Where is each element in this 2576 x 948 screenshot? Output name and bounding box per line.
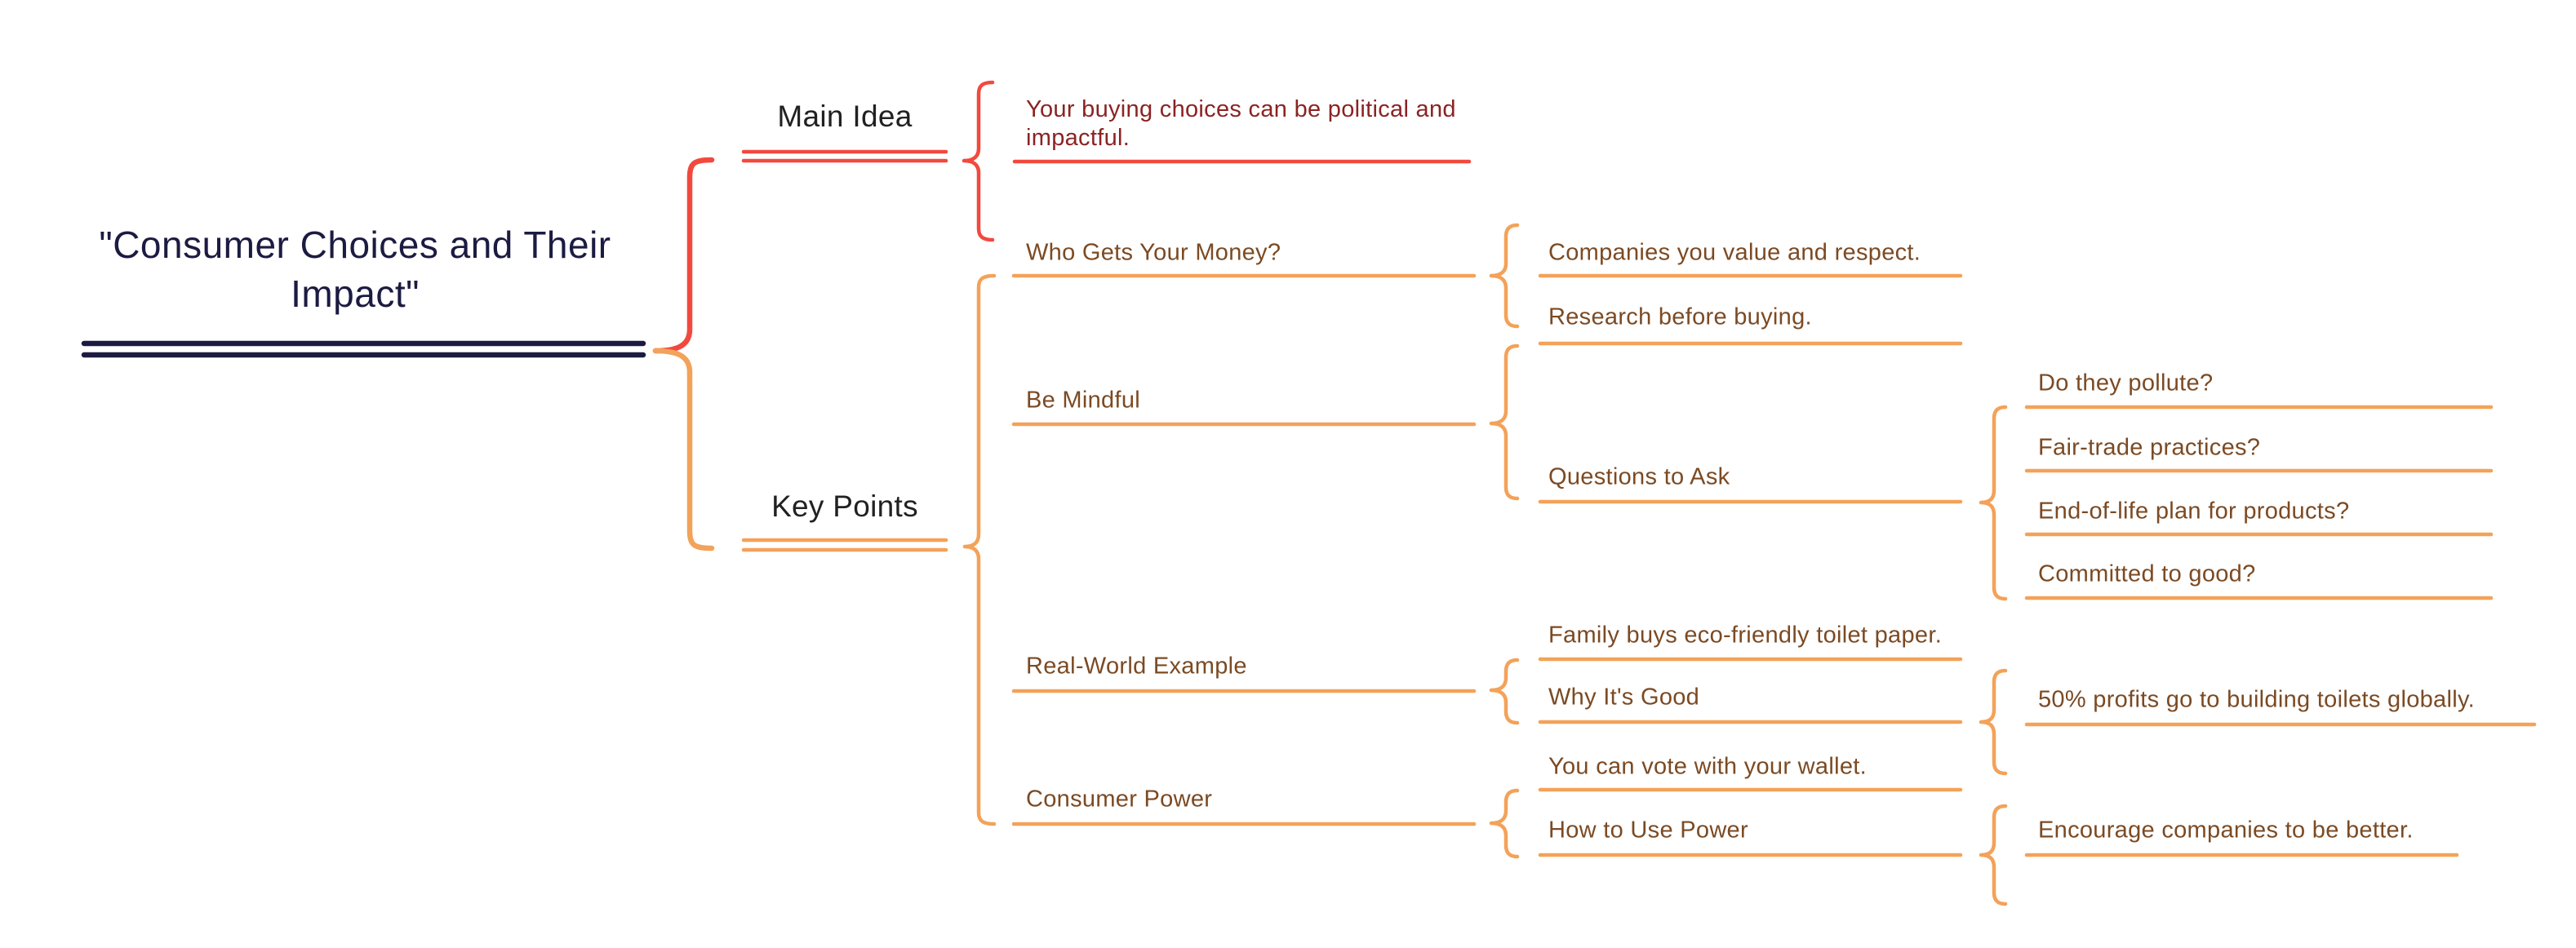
- node-committed-to-good[interactable]: Committed to good?: [2038, 560, 2256, 587]
- node-buying-choices[interactable]: Your buying choices can be political and…: [1026, 96, 1456, 151]
- node-how-to-use-power[interactable]: How to Use Power: [1548, 817, 1748, 844]
- questions-brace: [1979, 405, 2008, 601]
- consumer-power-brace: [1489, 788, 1520, 859]
- node-companies-you-value[interactable]: Companies you value and respect.: [1548, 239, 1921, 266]
- be-mindful-brace: [1489, 343, 1520, 501]
- node-end-of-life-plan[interactable]: End-of-life plan for products?: [2038, 498, 2350, 525]
- who-gets-money-brace: [1489, 223, 1520, 329]
- key-points-brace: [962, 273, 997, 826]
- node-fair-trade[interactable]: Fair-trade practices?: [2038, 434, 2261, 461]
- node-family-buys[interactable]: Family buys eco-friendly toilet paper.: [1548, 622, 1943, 649]
- node-questions-to-ask[interactable]: Questions to Ask: [1548, 463, 1730, 490]
- why-its-good-brace: [1979, 668, 2008, 776]
- node-encourage-companies[interactable]: Encourage companies to be better.: [2038, 817, 2414, 844]
- node-why-its-good[interactable]: Why It's Good: [1548, 684, 1700, 711]
- node-key-points[interactable]: Key Points: [771, 489, 918, 523]
- node-profits-toilets[interactable]: 50% profits go to building toilets globa…: [2038, 686, 2475, 713]
- node-consumer-power[interactable]: Consumer Power: [1026, 786, 1213, 813]
- real-world-brace: [1489, 658, 1520, 725]
- node-vote-with-wallet[interactable]: You can vote with your wallet.: [1548, 753, 1867, 780]
- node-main-idea[interactable]: Main Idea: [777, 99, 913, 133]
- how-to-use-brace: [1979, 804, 2008, 906]
- root-brace-upper: [652, 157, 715, 354]
- node-real-world-example[interactable]: Real-World Example: [1026, 653, 1247, 680]
- node-who-gets-your-money[interactable]: Who Gets Your Money?: [1026, 239, 1281, 266]
- root-brace-lower: [652, 348, 715, 552]
- node-root-title[interactable]: "Consumer Choices and Their Impact": [99, 224, 611, 315]
- node-do-they-pollute[interactable]: Do they pollute?: [2038, 370, 2214, 396]
- node-be-mindful[interactable]: Be Mindful: [1026, 387, 1141, 414]
- main-idea-brace: [962, 80, 995, 242]
- node-research-before-buying[interactable]: Research before buying.: [1548, 303, 1812, 330]
